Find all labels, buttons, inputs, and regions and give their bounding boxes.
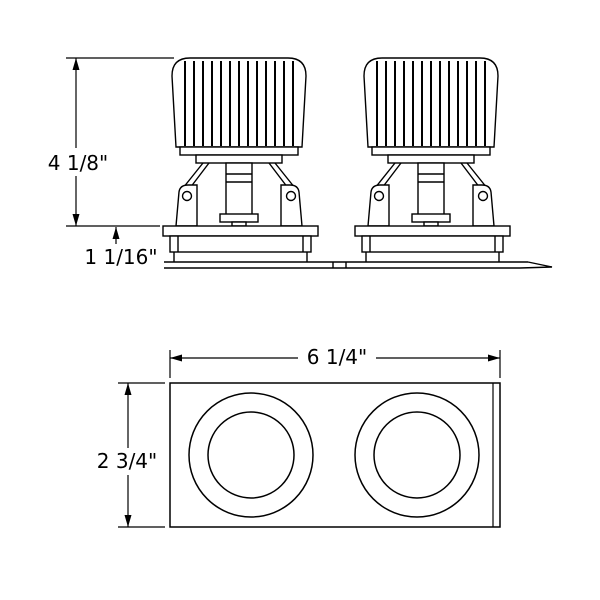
arrow-down-icon — [72, 214, 80, 226]
arrow-up-icon — [112, 227, 120, 239]
aperture-right-outer-circle — [354, 392, 480, 518]
plan-view-dimensions — [118, 350, 501, 528]
trim-flange — [139, 261, 553, 269]
led-head-unit-left — [162, 57, 319, 263]
overall-height-label: 4 1/8" — [48, 151, 108, 175]
label-mask — [78, 244, 164, 270]
trim-height-label: 2 3/4" — [97, 449, 157, 473]
trim-flange-lines — [139, 261, 553, 269]
trim-plate-outline — [169, 382, 501, 528]
aperture-left-outer-circle — [188, 392, 314, 518]
arrow-up-icon — [72, 58, 80, 70]
trim-plan-view: 6 1/4" 2 3/4" — [88, 344, 501, 528]
label-mask — [88, 448, 166, 475]
arrow-up-icon — [124, 383, 132, 395]
arrow-down-icon — [124, 515, 132, 527]
arrow-left-icon — [170, 354, 182, 362]
arrow-right-icon — [488, 354, 500, 362]
housing-depth-label: 1 1/16" — [84, 245, 157, 269]
extension-lines-left — [118, 382, 165, 528]
label-mask — [40, 148, 116, 176]
label-mask — [298, 344, 376, 371]
fixture-side-elevation: 4 1/8" 1 1/16" — [40, 57, 553, 270]
aperture-left-inner-circle — [207, 411, 295, 499]
trim-width-label: 6 1/4" — [307, 345, 367, 369]
led-head-unit-right — [354, 57, 511, 263]
aperture-right-inner-circle — [373, 411, 461, 499]
extension-lines-top — [169, 350, 501, 378]
